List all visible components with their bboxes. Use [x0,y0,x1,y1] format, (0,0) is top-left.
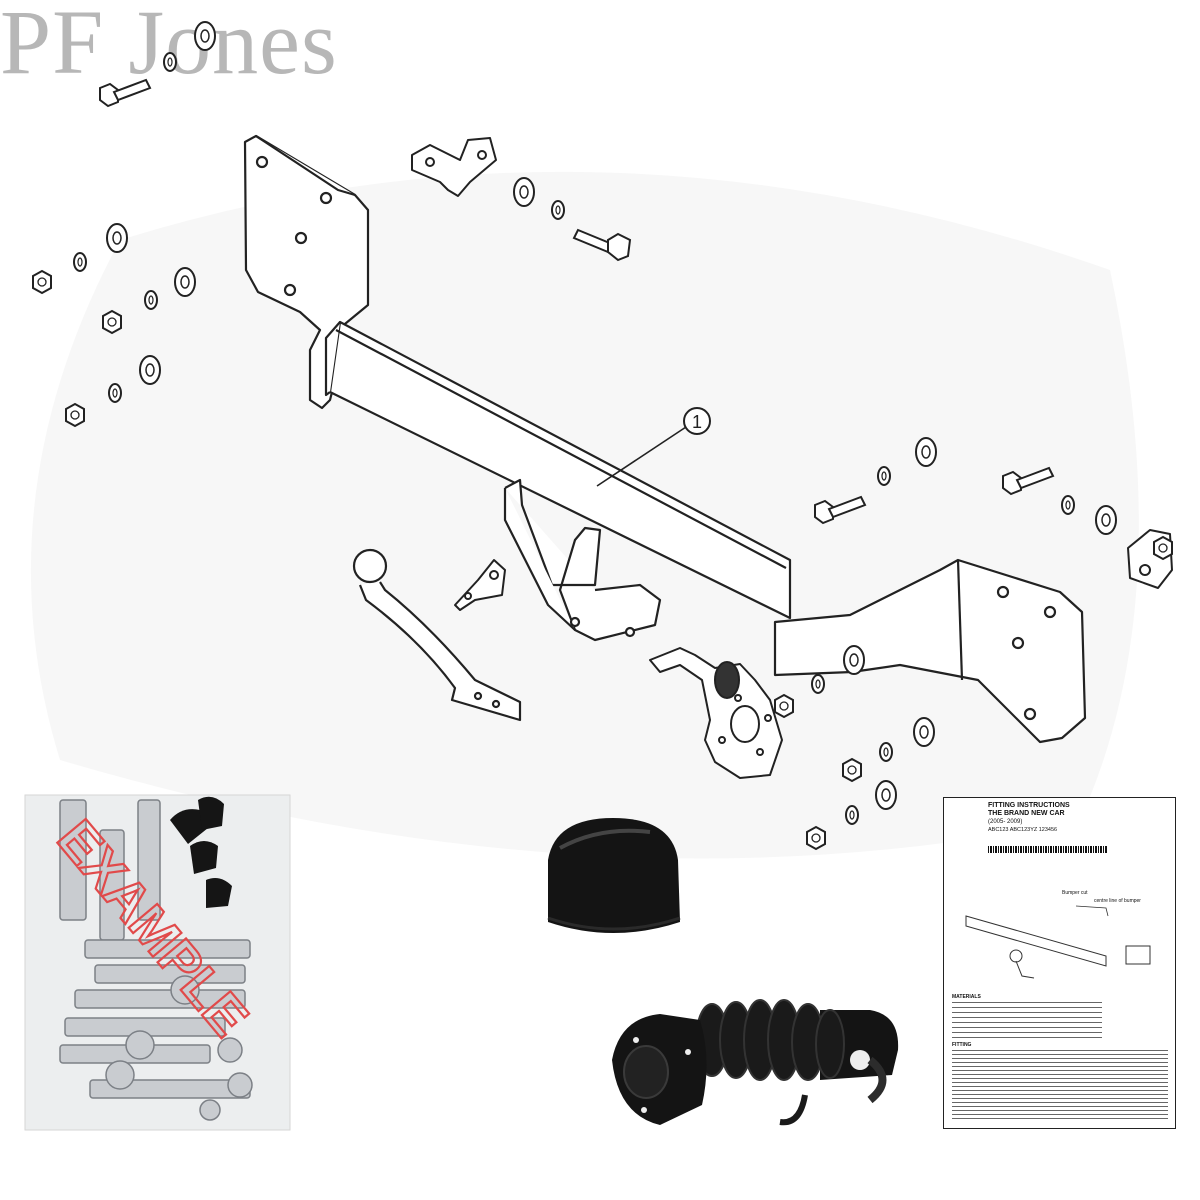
fixings-top [99,21,632,262]
doc-title: FITTING INSTRUCTIONS [988,802,1070,809]
doc-fitting-heading: FITTING [952,1042,972,1048]
svg-text:1: 1 [692,412,702,432]
electrical-kit-photo [612,999,899,1126]
tow-ball-cover-photo [547,818,681,933]
tow-ball-neck [352,548,522,722]
doc-vehicle: THE BRAND NEW CAR [988,810,1065,817]
fixings-right [814,437,1173,560]
top-bracket [411,137,497,197]
doc-materials-heading: MATERIALS [952,994,981,1000]
doc-materials-lines [952,1002,1102,1038]
doc-years: (2005- 2009) [988,819,1023,825]
fixings-bag-photo [24,794,291,1131]
doc-bumper-centre-note: centre line of bumper [1094,898,1141,904]
tow-ball-mount-bracket [503,478,662,642]
brand-logo: PF Jones [0,0,338,93]
small-bracket-left [454,559,506,611]
doc-mini-diagram [965,905,1151,979]
electrical-socket-plate [649,647,783,779]
doc-fitting-lines [952,1050,1168,1122]
doc-barcode [988,846,1108,853]
doc-bumper-note: Bumper cut [1062,890,1088,896]
cross-bar [324,320,792,620]
part-callout: 1 [596,407,711,487]
fitting-instructions-sheet: FITTING INSTRUCTIONS THE BRAND NEW CAR (… [943,797,1176,1129]
doc-ref: ABC123 ABC123YZ 123456 [988,827,1058,833]
